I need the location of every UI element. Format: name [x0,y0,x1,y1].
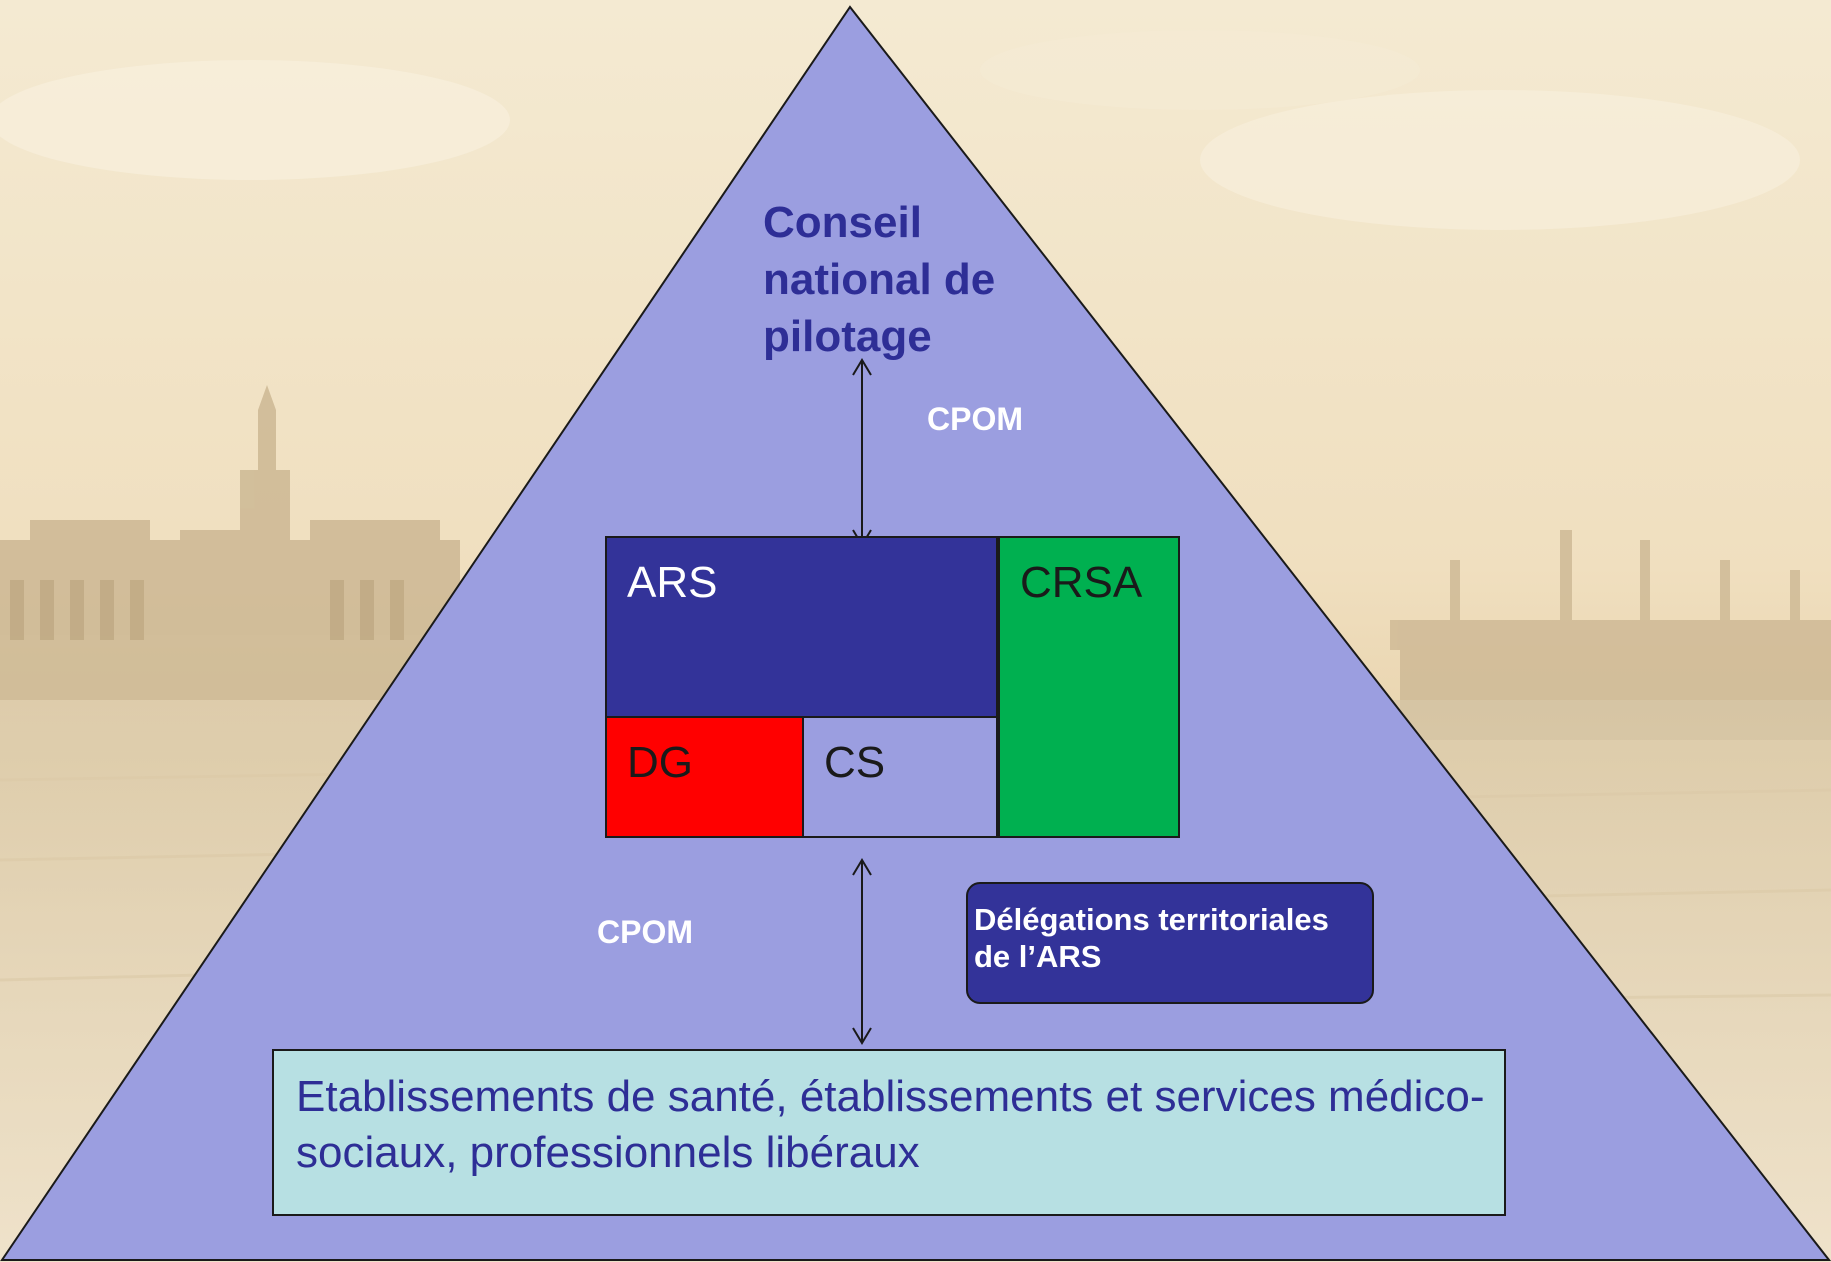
ars-label: ARS [627,558,718,607]
etablissements-box: Etablissements de santé, établissements … [272,1049,1506,1216]
crsa-label: CRSA [1020,558,1143,607]
cs-box: CS [802,716,998,838]
dg-box: DG [605,716,804,838]
delegations-label: Délégations territoriales de l’ARS [974,902,1329,974]
cpom-label-top: CPOM [927,401,1023,437]
cpom-label-bottom: CPOM [597,914,693,950]
etablissements-label: Etablissements de santé, établissements … [296,1072,1485,1177]
crsa-box: CRSA [998,536,1180,838]
dg-label: DG [627,738,693,787]
ars-box: ARS [605,536,998,718]
conseil-national-label: Conseil national de pilotage [763,198,996,361]
cs-label: CS [824,738,886,787]
double-arrow-bottom [852,858,872,1045]
delegations-box: Délégations territoriales de l’ARS [966,882,1374,1004]
